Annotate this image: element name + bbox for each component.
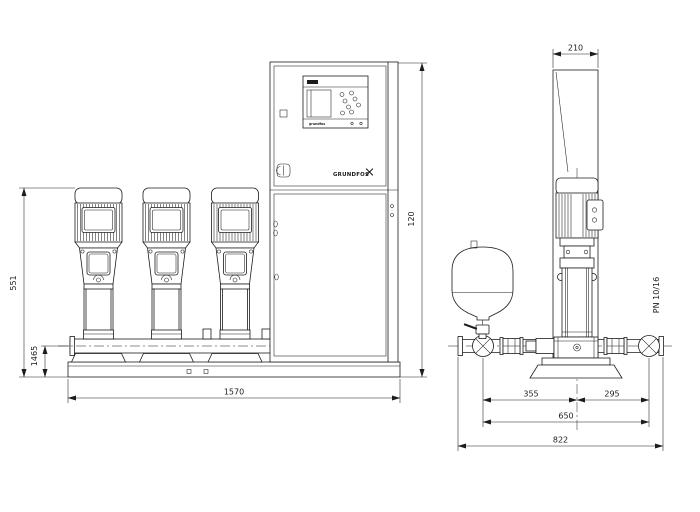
dim-port-offsets: 355 295 — [482, 358, 650, 427]
pump-head — [563, 245, 591, 259]
dim-overall-height: 551 — [9, 187, 75, 378]
panel-buttons — [339, 90, 361, 116]
dim-label-1465: 1465 — [30, 346, 39, 366]
dim-base-length: 1570 — [67, 379, 401, 403]
motor-flange — [559, 237, 595, 247]
discharge-flange — [638, 335, 660, 357]
suction-end-flange — [457, 336, 463, 356]
dim-label-1570: 1570 — [224, 388, 244, 397]
dim-overall-depth: 822 — [457, 357, 664, 451]
side-pump — [529, 177, 623, 379]
door-hinge — [274, 273, 279, 281]
door-indicator — [279, 109, 288, 118]
pump-1 — [74, 187, 123, 340]
dim-label-295: 295 — [604, 390, 619, 399]
chamber-stack — [561, 267, 593, 338]
cabinet-brand: GRUNDFOS — [333, 168, 374, 178]
diaphragm-tank — [451, 240, 514, 321]
cabinet-lower-door — [273, 193, 387, 357]
brand-propeller-icon — [365, 168, 374, 176]
pump-2 — [142, 187, 191, 340]
panel-logo-block — [307, 80, 318, 84]
door-latch — [390, 213, 394, 217]
dim-label-650: 650 — [558, 412, 573, 421]
panel-display — [306, 89, 332, 118]
door-hinge — [273, 220, 278, 228]
dim-label-355: 355 — [523, 390, 538, 399]
dim-cabinet-depth: 210 — [552, 44, 599, 68]
dim-pipe-centre-height: 1465 — [30, 345, 70, 378]
pump-3 — [211, 187, 259, 340]
door-lock-icon — [276, 163, 291, 178]
cabinet-upper-door — [273, 65, 387, 187]
base-frame — [67, 361, 401, 378]
tank-nipple — [470, 240, 478, 249]
control-cabinet: grundfos GRUNDFOS — [269, 61, 399, 363]
panel-brand-label: grundfos — [309, 122, 325, 126]
dim-flange-span: 650 — [482, 412, 650, 425]
dim-label-120: 120 — [407, 211, 416, 226]
door-hinge — [273, 229, 278, 237]
dim-label-551: 551 — [9, 275, 18, 290]
door-latch — [390, 204, 394, 208]
side-view: 210 355 295 650 822 PN 10/16 — [448, 44, 672, 451]
manifold-stub — [202, 328, 212, 340]
control-panel: grundfos — [302, 75, 369, 129]
dim-label-822: 822 — [553, 436, 568, 445]
discharge-valve — [603, 337, 628, 355]
cabinet-brand-label: GRUNDFOS — [333, 172, 369, 178]
suction-valve — [499, 337, 555, 355]
dim-label-210: 210 — [568, 44, 583, 53]
base-slab — [541, 357, 611, 366]
tank-valve — [463, 320, 490, 339]
pressure-rating-label: PN 10/16 — [652, 277, 661, 313]
pump-pedestals — [70, 353, 263, 363]
motor-cap — [555, 177, 599, 195]
terminal-box — [586, 199, 604, 231]
base-skirt — [529, 364, 623, 379]
manifold-stub — [261, 328, 271, 340]
dim-cabinet-height: 120 — [398, 62, 427, 378]
front-view: grundfos GRUNDFOS — [9, 61, 427, 403]
